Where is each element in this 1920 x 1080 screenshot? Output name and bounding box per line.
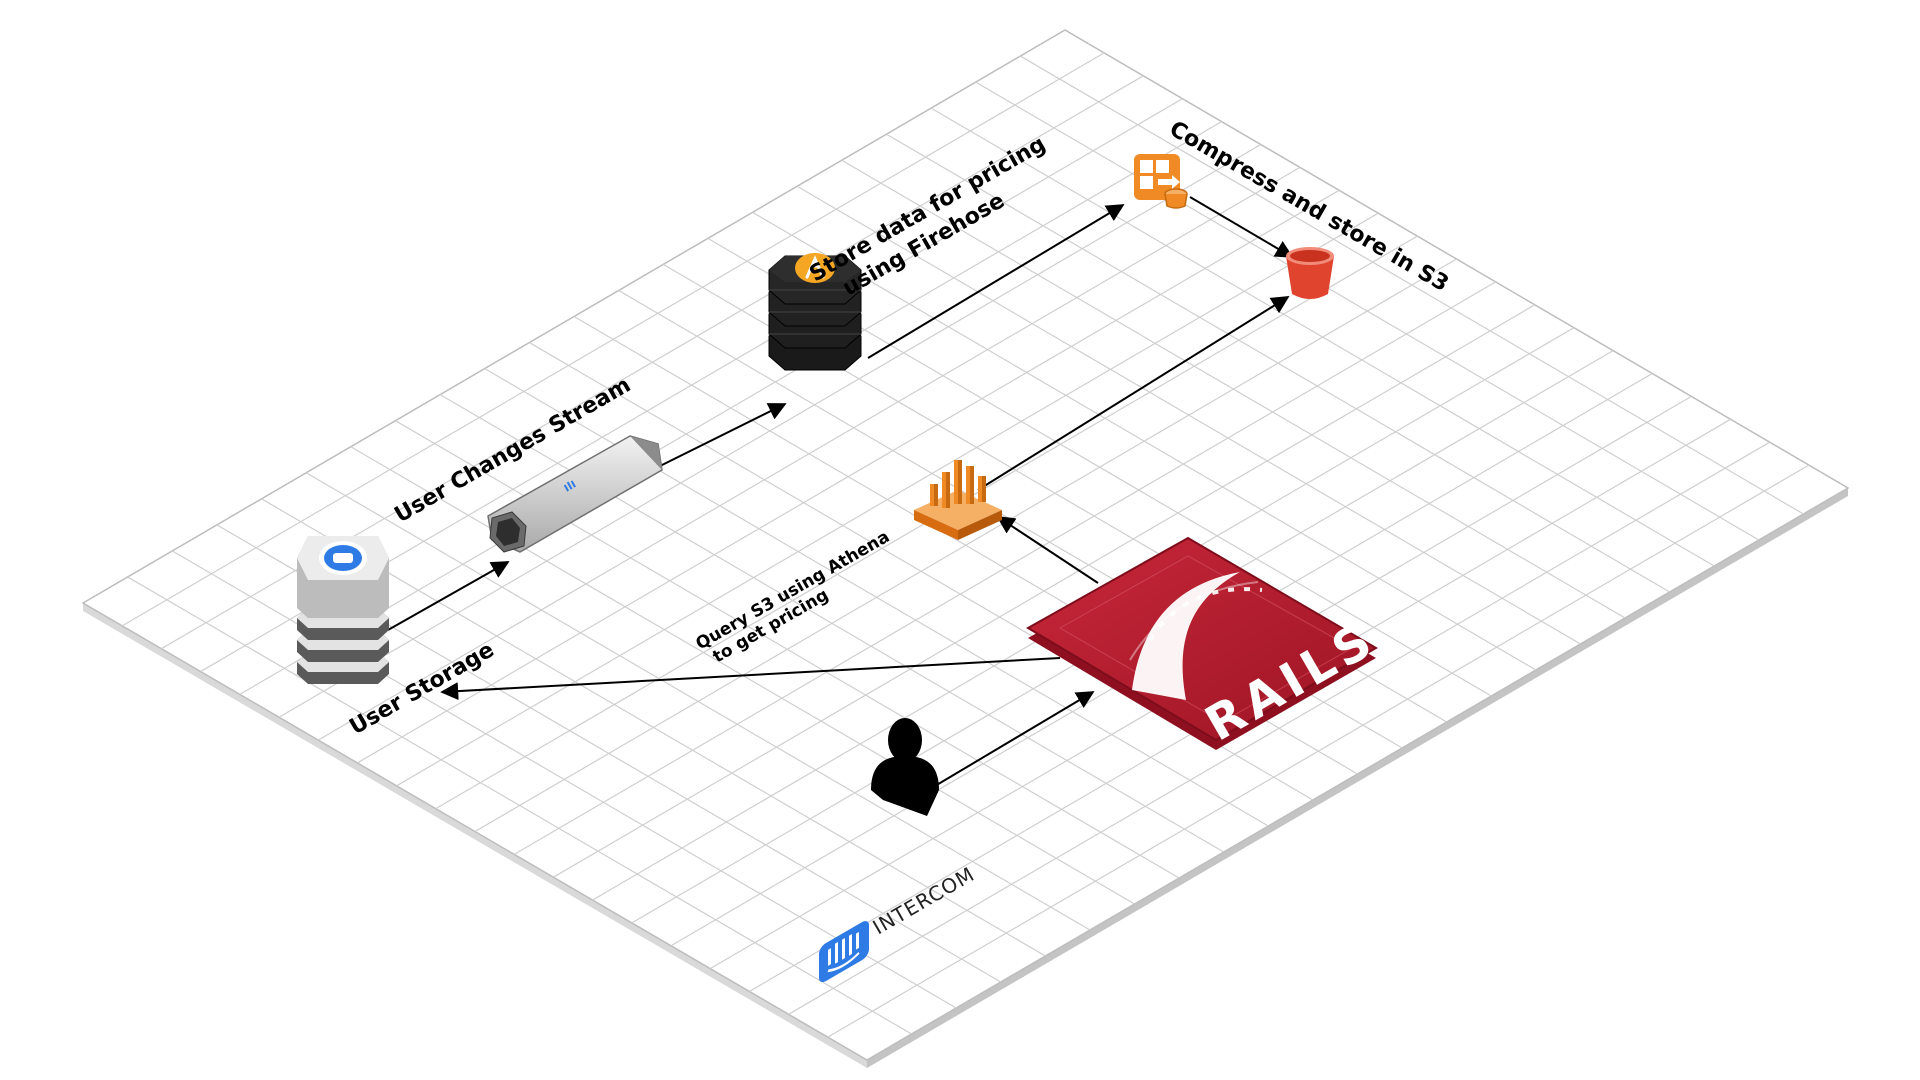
edge-stream-to-lambda — [659, 403, 787, 467]
lambda-symbol — [805, 255, 825, 279]
grid-line — [788, 441, 1771, 1015]
stream-pipe-icon[interactable] — [487, 435, 663, 553]
grid-line — [357, 189, 1340, 764]
platform-side-right — [867, 488, 1848, 1068]
edge-rails-to-athena — [996, 516, 1099, 584]
platform-side-left — [83, 603, 867, 1068]
rails-logo-icon[interactable]: RAILS — [1026, 536, 1386, 752]
edge-firehose-to-s3 — [1189, 196, 1294, 258]
edge-storage-to-stream — [387, 561, 510, 631]
firehose-icon[interactable] — [1134, 154, 1188, 209]
connectors — [387, 196, 1294, 787]
edge-rails-to-storage — [440, 657, 1061, 701]
grid-line — [827, 464, 1810, 1038]
grid-line — [278, 143, 1262, 718]
rails-swoosh — [1132, 572, 1240, 700]
grid-line — [317, 166, 1301, 741]
grid-line — [239, 121, 1222, 695]
stream-mini-logo — [563, 480, 576, 492]
grid-line — [513, 281, 1496, 855]
s3-bucket-icon[interactable] — [1286, 247, 1334, 299]
user-icon[interactable] — [871, 718, 939, 816]
grid-line — [396, 212, 1379, 787]
edge-user-to-rails — [934, 691, 1095, 787]
grid-line — [121, 52, 1105, 627]
lambda-badge — [795, 253, 835, 283]
lambda-icon[interactable] — [768, 253, 862, 371]
grid-line — [553, 304, 1536, 878]
isometric-platform — [81, 29, 1850, 1068]
intercom-logo-icon — [819, 921, 869, 983]
grid-line — [474, 258, 1457, 833]
edge-lambda-to-firehose — [867, 204, 1125, 359]
athena-icon[interactable] — [914, 460, 1002, 540]
edge-athena-to-s3 — [977, 296, 1290, 491]
database-icon[interactable] — [297, 536, 389, 684]
